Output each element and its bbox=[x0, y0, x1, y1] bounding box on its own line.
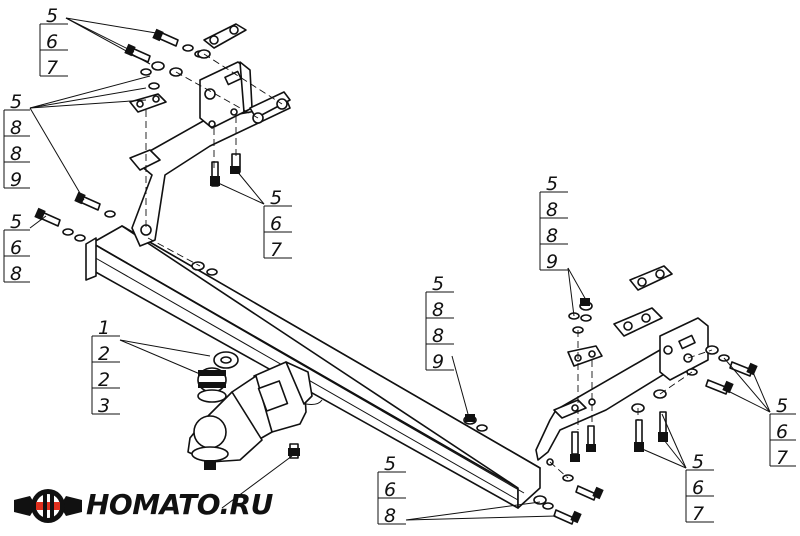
callout-label: 8 bbox=[432, 325, 444, 347]
callout-c2: 5 8 8 9 bbox=[3, 91, 30, 191]
callout-c6: 5 8 8 9 bbox=[425, 273, 454, 373]
callout-label: 5 bbox=[46, 5, 58, 27]
callout-label: 5 bbox=[10, 91, 22, 113]
callout-c8: 5 6 7 bbox=[769, 395, 796, 469]
callout-label: 7 bbox=[46, 57, 58, 79]
callout-label: 5 bbox=[776, 395, 788, 417]
callout-label: 8 bbox=[10, 117, 22, 139]
callout-label: 6 bbox=[384, 479, 396, 501]
callout-label: 6 bbox=[46, 31, 58, 53]
callout-label: 6 bbox=[10, 237, 22, 259]
logo-emblem bbox=[14, 489, 82, 523]
left-fasteners bbox=[34, 28, 241, 276]
callout-label: 6 bbox=[270, 213, 282, 235]
assembly-axes bbox=[145, 53, 713, 479]
callout-label: 9 bbox=[10, 169, 22, 191]
towball-assembly bbox=[187, 351, 323, 470]
callout-label: 7 bbox=[776, 447, 788, 469]
callout-label: 6 bbox=[776, 421, 788, 443]
callout-label: 8 bbox=[546, 199, 558, 221]
logo-wordmark: HOMATO.RU bbox=[86, 488, 273, 521]
callout-c4: 5 6 7 bbox=[263, 187, 292, 261]
callout-label: 7 bbox=[692, 503, 704, 525]
leader-lines bbox=[29, 17, 771, 521]
callout-c3: 5 6 8 bbox=[3, 211, 30, 285]
cross-beam bbox=[85, 225, 541, 509]
callout-label: 8 bbox=[10, 263, 22, 285]
callout-label: 8 bbox=[10, 143, 22, 165]
callout-c5: 5 8 8 9 bbox=[539, 173, 568, 273]
callout-label: 8 bbox=[546, 225, 558, 247]
callout-c7: 1 2 2 3 bbox=[91, 317, 120, 417]
callout-label: 5 bbox=[270, 187, 282, 209]
callout-label: 9 bbox=[546, 251, 558, 273]
callout-label: 2 bbox=[98, 369, 110, 391]
callout-c10: 5 6 8 bbox=[377, 453, 406, 527]
callout-label: 5 bbox=[10, 211, 22, 233]
callout-label: 2 bbox=[98, 343, 110, 365]
callout-label: 5 bbox=[432, 273, 444, 295]
callout-c9: 5 6 7 bbox=[685, 451, 714, 525]
callout-label: 1 bbox=[98, 317, 110, 339]
callout-label: 8 bbox=[384, 505, 396, 527]
callout-label: 3 bbox=[98, 395, 110, 417]
callout-label: 5 bbox=[384, 453, 396, 475]
callout-label: 5 bbox=[546, 173, 558, 195]
callout-label: 7 bbox=[270, 239, 282, 261]
callout-label: 6 bbox=[692, 477, 704, 499]
callout-label: 5 bbox=[692, 451, 704, 473]
callout-c1: 5 6 7 bbox=[39, 5, 68, 79]
callout-label: 8 bbox=[432, 299, 444, 321]
left-bracket bbox=[129, 23, 291, 247]
callout-label: 9 bbox=[432, 351, 444, 373]
right-bracket bbox=[535, 265, 709, 466]
